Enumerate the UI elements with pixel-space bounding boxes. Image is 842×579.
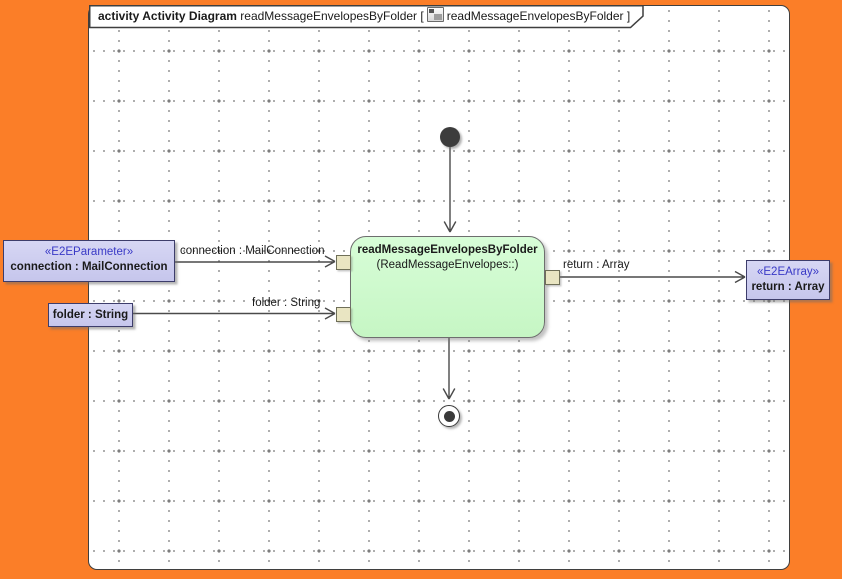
diagram-frame-tab[interactable]: activity Activity Diagram readMessageEnv…: [89, 5, 645, 29]
object-flow-return[interactable]: [559, 270, 746, 284]
output-pin-return[interactable]: [545, 270, 560, 285]
stereotype-label: «E2EArray»: [756, 266, 819, 278]
object-flow-connection[interactable]: [175, 255, 336, 268]
object-flow-folder[interactable]: [133, 307, 336, 320]
parameter-name: folder : String: [52, 309, 129, 321]
stereotype-label: «E2EParameter»: [44, 246, 134, 258]
edge-label-connection[interactable]: connection : MailConnection: [180, 245, 325, 257]
parameter-node-return[interactable]: «E2EArray» return : Array: [746, 260, 830, 300]
action-qualifier: (ReadMessageEnvelopes::): [376, 259, 519, 271]
input-pin-folder[interactable]: [336, 307, 351, 322]
frame-tab-shape: [89, 5, 644, 29]
parameter-name: connection : MailConnection: [10, 261, 168, 273]
frame-diagram-name: readMessageEnvelopesByFolder: [236, 9, 421, 23]
control-flow-initial-to-action[interactable]: [443, 147, 457, 233]
frame-close-bracket: ]: [623, 9, 631, 23]
final-node[interactable]: [438, 405, 460, 427]
frame-open-bracket: [: [420, 9, 424, 23]
frame-ref-name: readMessageEnvelopesByFolder: [446, 9, 624, 23]
final-node-dot: [443, 410, 455, 422]
activity-diagram-icon: [426, 7, 444, 22]
parameter-node-folder[interactable]: folder : String: [48, 303, 133, 327]
action-name: readMessageEnvelopesByFolder: [357, 244, 538, 256]
initial-node[interactable]: [440, 127, 460, 147]
edge-label-folder[interactable]: folder : String: [252, 297, 321, 309]
edge-label-return[interactable]: return : Array: [563, 259, 630, 271]
parameter-node-connection[interactable]: «E2EParameter» connection : MailConnecti…: [3, 240, 175, 282]
action-node[interactable]: readMessageEnvelopesByFolder (ReadMessag…: [350, 236, 545, 338]
parameter-name: return : Array: [751, 281, 825, 293]
frame-tab-text: activity Activity Diagram readMessageEnv…: [98, 5, 638, 27]
control-flow-action-to-final[interactable]: [442, 338, 456, 400]
frame-keyword: activity Activity Diagram: [98, 9, 237, 23]
input-pin-connection[interactable]: [336, 255, 351, 270]
